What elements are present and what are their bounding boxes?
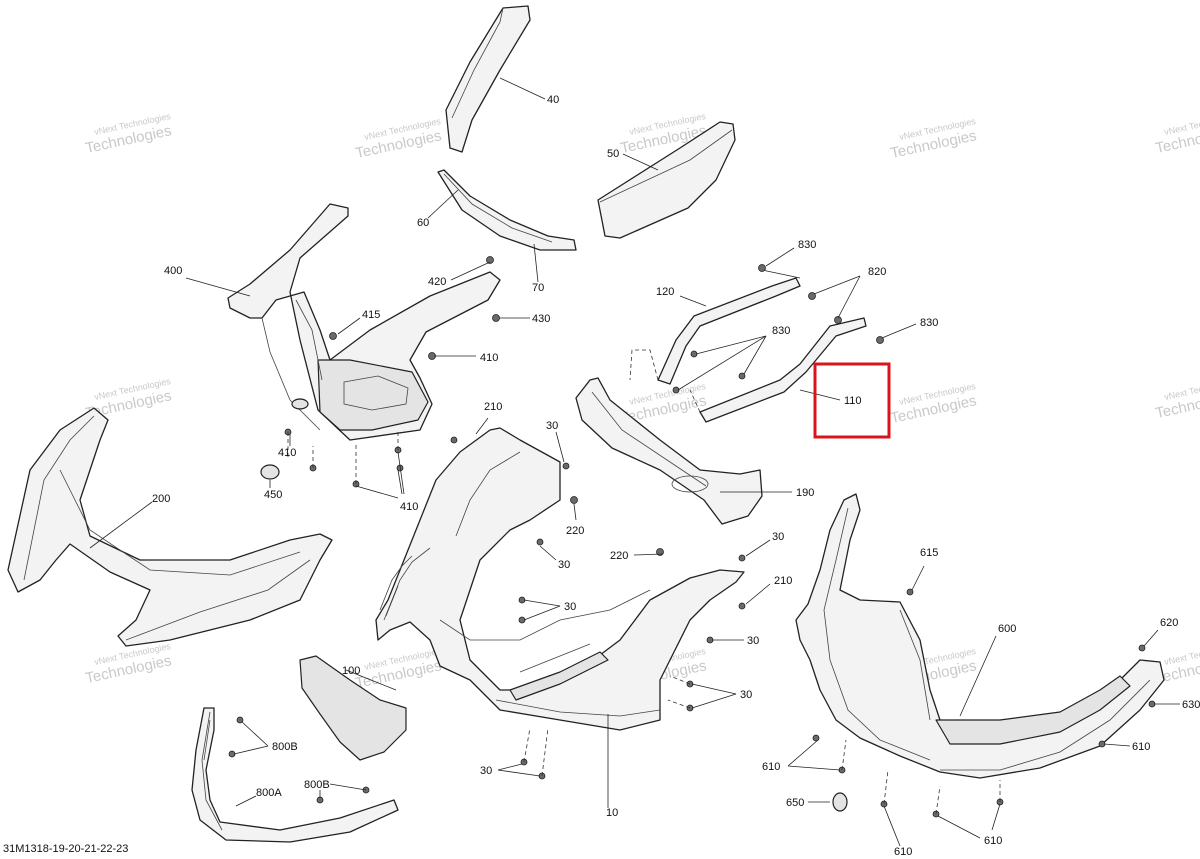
fasteners-10-group [450, 436, 746, 780]
part-40-strip[interactable] [445, 5, 531, 153]
part-400-bracket[interactable] [227, 203, 501, 441]
label-part-410: 410 [278, 447, 296, 459]
part-10-grille-strip [509, 651, 609, 701]
label-part-615: 615 [920, 547, 938, 559]
fastener-830-top[interactable] [758, 264, 766, 272]
fastener-30-top[interactable] [562, 462, 570, 470]
label-part-610: 610 [762, 761, 780, 773]
label-part-830: 830 [798, 239, 816, 251]
fastener-210-left[interactable] [450, 436, 458, 444]
part-190-bracket[interactable] [575, 377, 763, 525]
leader-lines [89, 77, 1180, 847]
label-part-100: 100 [342, 665, 360, 677]
label-part-30: 30 [772, 531, 784, 543]
fasteners-400-group [260, 256, 500, 488]
label-part-220: 220 [610, 550, 628, 562]
fastener-830-right[interactable] [876, 336, 884, 344]
highlight-box-110 [813, 362, 891, 439]
label-part-800a: 800A [256, 787, 282, 799]
fastener-220-top[interactable] [570, 496, 578, 504]
label-part-30: 30 [480, 765, 492, 777]
watermark: vNext Technologies Technologies [354, 646, 443, 692]
fastener-830-c[interactable] [738, 372, 746, 380]
part-labels: 40 50 60 70 400 420 415 430 410 410 410 … [152, 94, 1200, 858]
label-part-800b: 800B [272, 741, 298, 753]
fasteners-600-group [812, 588, 1156, 818]
label-part-820: 820 [868, 266, 886, 278]
fastener-430[interactable] [492, 314, 500, 322]
label-part-30: 30 [546, 420, 558, 432]
fastener-615[interactable] [906, 588, 914, 596]
watermark: vNext Technologies Technologies [354, 116, 443, 162]
grommet-650[interactable] [832, 792, 848, 812]
label-part-630: 630 [1182, 699, 1200, 711]
label-part-10: 10 [606, 807, 618, 819]
label-part-110: 110 [844, 395, 862, 407]
part-600-side-panel[interactable] [795, 493, 1165, 779]
watermark: vNext Technologies Technologies [889, 381, 978, 427]
part-800a-bumper-bar[interactable] [191, 707, 399, 843]
label-part-220: 220 [566, 525, 584, 537]
fastener-820-a[interactable] [808, 292, 816, 300]
part-10-front-nose[interactable] [375, 427, 745, 731]
fastener-830-b[interactable] [672, 386, 680, 394]
label-part-120: 120 [656, 286, 674, 298]
watermark: vNext Technologies Technologies [1154, 376, 1200, 422]
label-part-800b: 800B [304, 779, 330, 791]
label-part-830: 830 [920, 317, 938, 329]
watermark: vNext Technologies Technologies [889, 116, 978, 162]
label-part-610: 610 [984, 835, 1002, 847]
label-part-50: 50 [607, 148, 619, 160]
label-part-30: 30 [558, 559, 570, 571]
grommet-450[interactable] [260, 464, 280, 480]
fastener-415[interactable] [329, 332, 337, 340]
label-part-410: 410 [400, 501, 418, 513]
label-part-210: 210 [484, 401, 502, 413]
label-part-410: 410 [480, 352, 498, 364]
part-50-panel[interactable] [597, 121, 736, 239]
label-part-450: 450 [264, 489, 282, 501]
fastener-820-b[interactable] [834, 316, 842, 324]
fastener-210-right[interactable] [738, 602, 746, 610]
watermark: vNext Technologies Technologies [84, 111, 173, 157]
label-part-650: 650 [786, 797, 804, 809]
part-60-70-strip[interactable] [437, 169, 577, 251]
watermark: vNext Technologies Technologies [84, 641, 173, 687]
fastener-800b-1[interactable] [236, 716, 244, 724]
label-part-210: 210 [774, 575, 792, 587]
label-part-620: 620 [1160, 617, 1178, 629]
label-part-30: 30 [747, 635, 759, 647]
label-part-415: 415 [362, 309, 380, 321]
watermark: vNext Technologies Technologies [1154, 111, 1200, 157]
fastener-30-b[interactable] [536, 538, 544, 546]
label-part-430: 430 [532, 313, 550, 325]
label-part-830: 830 [772, 325, 790, 337]
label-part-400: 400 [164, 265, 182, 277]
label-part-190: 190 [796, 487, 814, 499]
label-part-610: 610 [894, 846, 912, 858]
label-part-40: 40 [547, 94, 559, 106]
label-part-600: 600 [998, 623, 1016, 635]
fastener-30-right[interactable] [738, 554, 746, 562]
label-part-70: 70 [532, 282, 544, 294]
fastener-620[interactable] [1138, 644, 1146, 652]
label-part-420: 420 [428, 276, 446, 288]
diagram-code: 31M1318-19-20-21-22-23 [3, 843, 128, 855]
fastener-610-l1[interactable] [812, 734, 820, 742]
part-200-side-panel[interactable] [7, 407, 333, 647]
label-part-610: 610 [1132, 741, 1150, 753]
part-100-grille[interactable] [299, 655, 407, 761]
label-part-30: 30 [564, 601, 576, 613]
label-part-30: 30 [740, 689, 752, 701]
label-part-200: 200 [152, 493, 170, 505]
label-part-60: 60 [417, 217, 429, 229]
part-120-frame[interactable] [629, 264, 884, 423]
fastener-420[interactable] [486, 256, 494, 264]
